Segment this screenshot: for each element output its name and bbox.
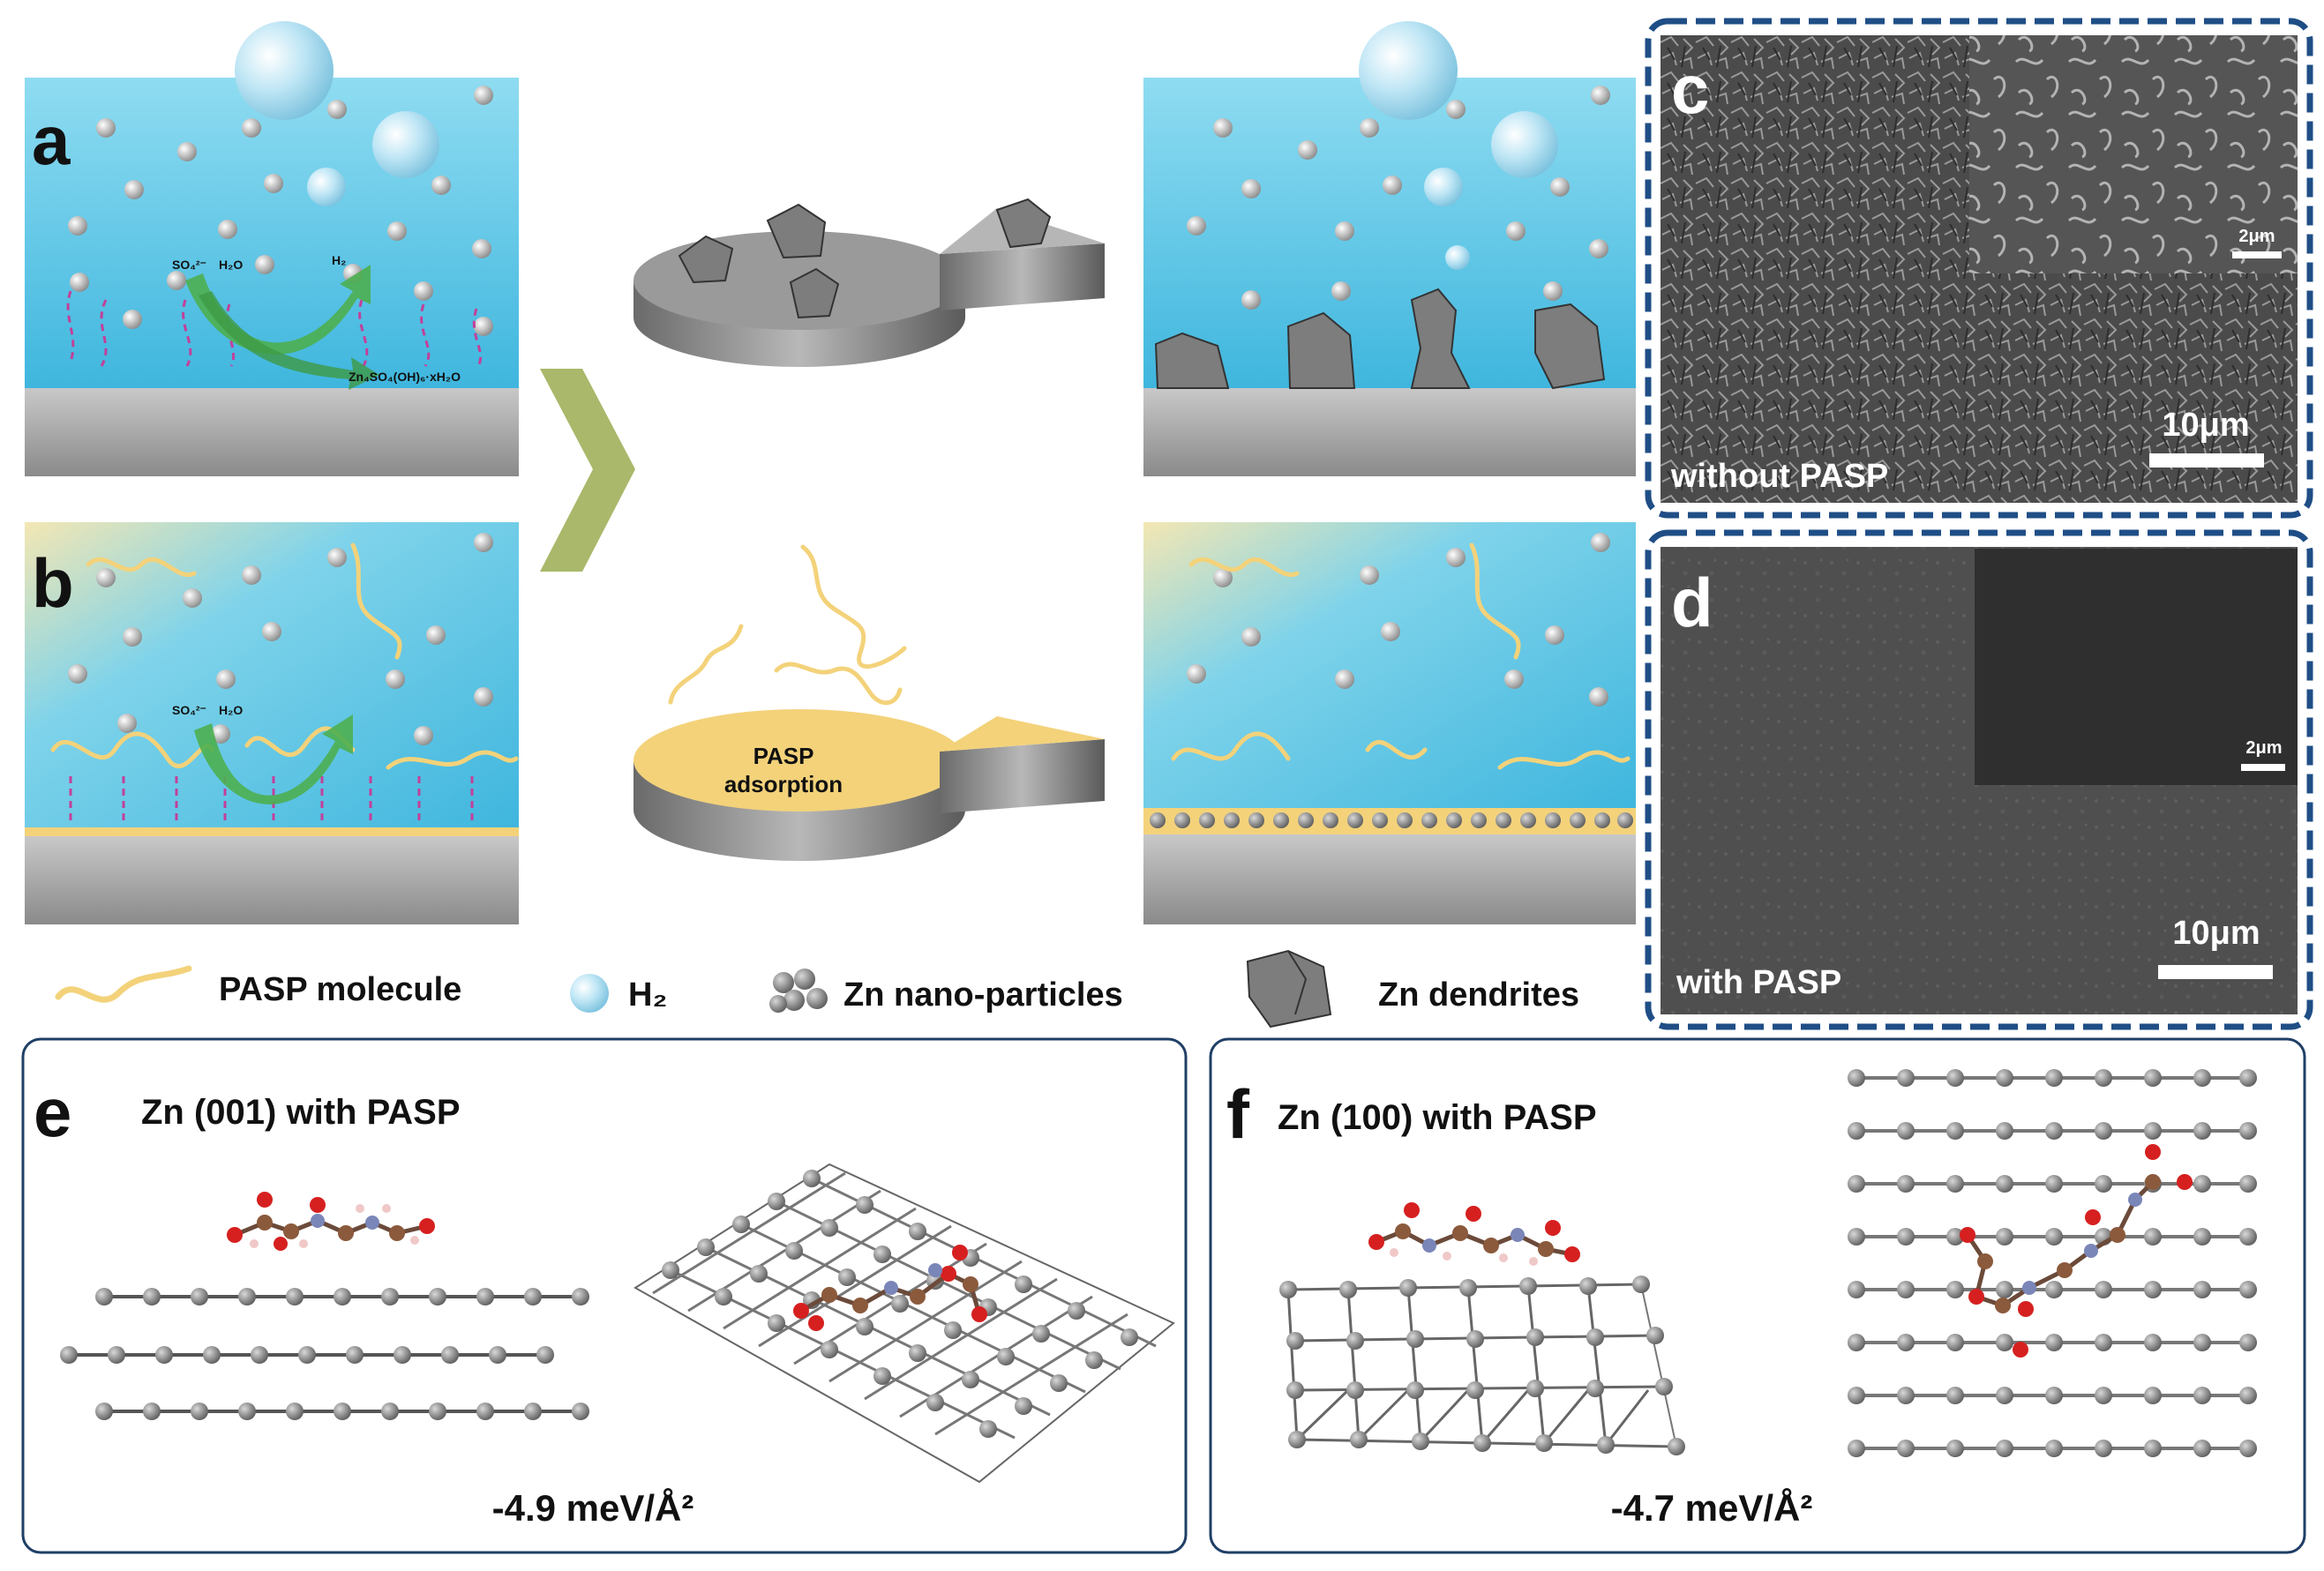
legend-h2: H₂: [628, 976, 667, 1014]
inset-scale-bar: [2241, 764, 2285, 771]
zn-anode-a: [25, 388, 519, 476]
chevron-right-icon: [540, 369, 635, 572]
legend-zn-dendrites: Zn dendrites: [1378, 976, 1579, 1014]
zn-nanoparticle-icon: [769, 969, 828, 1013]
scale-label-c: 10μm: [2162, 407, 2249, 444]
h2-bubble-icon: [1445, 245, 1470, 270]
zn-slab-side-f: [1279, 1276, 1685, 1455]
h2-bubble-icon: [1359, 21, 1458, 120]
panel-e-dft: e Zn (001) with PASP: [21, 1037, 1188, 1554]
zn-ions-a: [68, 86, 493, 336]
inset-scale-label-c: 2μm: [2238, 227, 2275, 246]
h2-bubble-icon: [372, 111, 439, 178]
water-label-a: H₂O: [219, 258, 243, 272]
disk-pasp: PASP adsorption: [633, 544, 1105, 861]
pasp-chains-mid: [668, 544, 907, 706]
panel-e-frame: [21, 1037, 1188, 1554]
panel-f-dft: f Zn (100) with PASP: [1209, 1037, 2306, 1554]
zn-anode-b: [25, 836, 519, 924]
pasp-layer-b: [25, 827, 519, 836]
h2-bubble-icon: [1491, 111, 1558, 178]
scale-bar: [2149, 453, 2264, 468]
h2-icon: [570, 974, 609, 1013]
panel-letter-a: a: [32, 101, 71, 179]
dendrite-icon: [678, 198, 1052, 319]
panel-letter-c: c: [1671, 50, 1709, 128]
pasp-molecule-icon: [55, 965, 192, 1003]
zn-slab-top-e: [633, 1163, 1175, 1484]
atom-rows-f: [1848, 1069, 2257, 1457]
panel-letter-d: d: [1671, 564, 1713, 641]
sem-panel-d: 10μm 2μm with PASP d: [1645, 529, 2313, 1030]
legend-zn-np: Zn nano-particles: [843, 976, 1123, 1014]
scheme-a-result: [1143, 21, 1636, 476]
dendrite-icon: [1154, 288, 1606, 390]
pasp-molecule-top-f: [1960, 1144, 2193, 1358]
panel-letter-b: b: [32, 544, 74, 622]
h2-bubble-icon: [235, 21, 334, 120]
sem-panel-c: 10μm 2μm without PASP c: [1645, 18, 2313, 519]
panel-f-title: Zn (100) with PASP: [1278, 1098, 1597, 1137]
zn-nanoparticle-layer: [1143, 808, 1636, 834]
pasp-molecule-f: [1368, 1202, 1580, 1266]
sulfate-label-a: SO₄²⁻: [172, 258, 206, 272]
sem-inset-d: [1975, 549, 2298, 785]
h2-label-a: H₂: [332, 253, 346, 267]
zn-slab-top-f: [1848, 1069, 2257, 1457]
panel-a-scheme: SO₄²⁻ H₂O H₂ Zn₄SO₄(OH)₆·xH₂O a: [25, 21, 519, 476]
inset-scale-bar: [2232, 251, 2282, 258]
water-label-b: H₂O: [219, 703, 243, 717]
panel-letter-e: e: [34, 1074, 71, 1151]
electrolyte-b: [25, 522, 519, 829]
green-arrow-icon: [194, 714, 353, 804]
panel-f-energy: -4.7 meV/Å²: [1611, 1487, 1813, 1529]
inset-scale-label-d: 2μm: [2245, 738, 2282, 758]
pasp-molecule-top-e: [793, 1245, 987, 1331]
sem-caption-c: without PASP: [1670, 458, 1888, 495]
zn-ions-b: [68, 533, 493, 745]
ion-flux-arrows-a: [66, 290, 483, 367]
h2-bubble-icon: [1424, 168, 1463, 206]
sulfate-label-b: SO₄²⁻: [172, 703, 206, 717]
disk-dendrite: [633, 198, 1105, 367]
scale-bar: [2158, 965, 2273, 979]
green-arrow-icon: [199, 291, 379, 390]
panel-letter-f: f: [1226, 1075, 1250, 1153]
h2-bubble-icon: [307, 168, 346, 206]
panel-f-frame: [1209, 1037, 2306, 1554]
byproduct-label-a: Zn₄SO₄(OH)₆·xH₂O: [349, 370, 461, 384]
disk-label-line2: adsorption: [724, 771, 843, 797]
sem-inset-c: [1969, 35, 2298, 273]
sem-frame-d: [1645, 529, 2313, 1030]
panel-e-title: Zn (001) with PASP: [141, 1093, 461, 1132]
scheme-b-result: [1143, 522, 1636, 924]
disk-label-line1: PASP: [753, 743, 814, 769]
sem-caption-d: with PASP: [1676, 964, 1841, 1001]
panel-e-energy: -4.9 meV/Å²: [492, 1487, 694, 1529]
sem-frame-c: [1645, 18, 2313, 519]
pasp-molecule-e: [227, 1192, 435, 1251]
scale-label-d: 10μm: [2172, 915, 2260, 952]
legend-pasp: PASP molecule: [219, 971, 461, 1008]
zn-slab-side-e: [60, 1288, 589, 1420]
zn-dendrite-icon: [1246, 949, 1332, 1029]
legend: PASP molecule H₂ Zn nano-particles Zn de…: [55, 949, 1579, 1029]
panel-b-scheme: SO₄²⁻ H₂O b: [25, 522, 519, 924]
